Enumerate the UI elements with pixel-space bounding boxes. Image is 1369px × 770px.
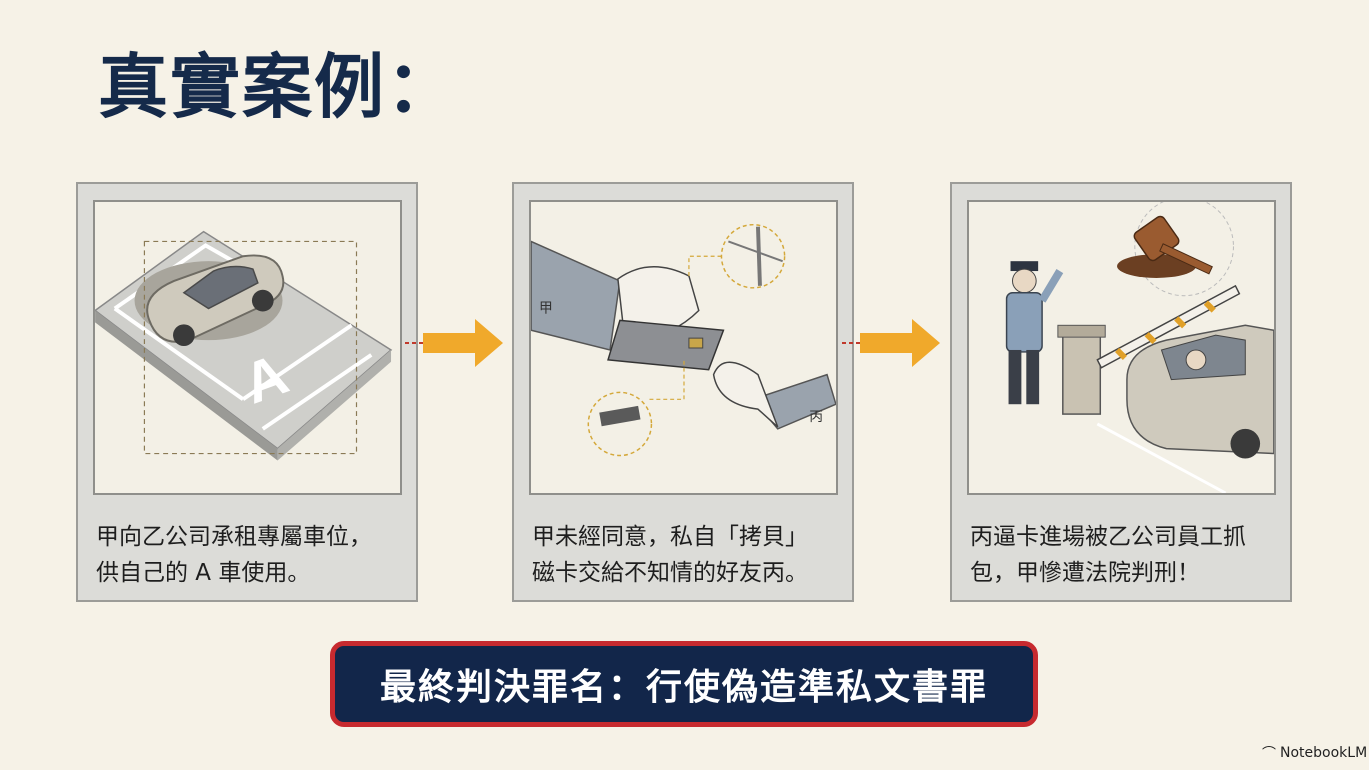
security-guard-icon (1005, 261, 1064, 405)
car-icon (134, 254, 285, 347)
verdict-banner: 最終判決罪名：行使偽造準私文書罪 (330, 641, 1038, 727)
case-panel-2: 甲 丙 甲未經同意，私自「拷貝」 磁卡交給不知情的好友丙。 (512, 182, 854, 602)
caption-line: 包，甲慘遭法院判刑！ (970, 560, 1200, 586)
arrow-right-icon (842, 319, 940, 367)
card-handover-illustration: 甲 丙 (529, 200, 838, 495)
notebooklm-logo-icon: ⌒ (1262, 746, 1276, 762)
verdict-text: 最終判決罪名：行使偽造準私文書罪 (379, 667, 988, 708)
caption-line: 丙逼卡進場被乙公司員工抓 (970, 524, 1246, 550)
gate-barrier-icon (1096, 284, 1241, 369)
page-title: 真實案例： (98, 46, 458, 128)
caption-line: 甲未經同意，私自「拷貝」 (532, 524, 808, 550)
gavel-icon (1117, 202, 1234, 297)
caught-at-gate-illustration (967, 200, 1276, 495)
parking-space-illustration: A (93, 200, 402, 495)
sleeve-label-bing: 丙 (809, 409, 823, 425)
car-icon (1126, 324, 1274, 459)
panel-2-caption: 甲未經同意，私自「拷貝」 磁卡交給不知情的好友丙。 (532, 519, 842, 591)
arrow-right-icon (405, 319, 503, 367)
case-panel-3: 丙逼卡進場被乙公司員工抓 包，甲慘遭法院判刑！ (950, 182, 1292, 602)
caption-line: 磁卡交給不知情的好友丙。 (532, 560, 808, 586)
panel-3-caption: 丙逼卡進場被乙公司員工抓 包，甲慘遭法院判刑！ (970, 519, 1280, 591)
caption-line: 供自己的 A 車使用。 (96, 560, 311, 586)
brand-name: NotebookLM (1280, 745, 1368, 761)
brand-watermark: ⌒ NotebookLM (1262, 743, 1367, 763)
magnetic-card-icon (607, 319, 725, 371)
sleeve-label-jia: 甲 (539, 300, 553, 316)
panel-1-caption: 甲向乙公司承租專屬車位， 供自己的 A 車使用。 (96, 519, 406, 591)
case-panel-1: A 甲向乙公司承租專屬車位， 供自己的 A 車使用。 (76, 182, 418, 602)
caption-line: 甲向乙公司承租專屬車位， (96, 524, 372, 550)
